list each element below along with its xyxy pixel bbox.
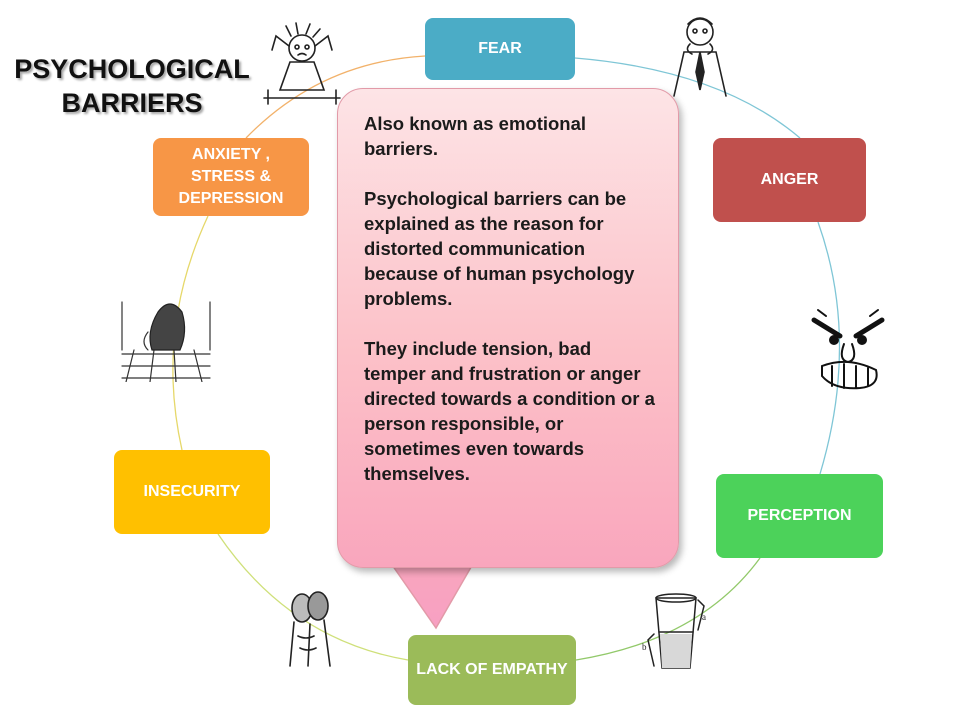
node-anger: ANGER — [713, 138, 866, 222]
node-lack-of-empathy: LACK OF EMPATHY — [408, 635, 576, 705]
node-insecurity: INSECURITY — [114, 450, 270, 534]
title-line-1: PSYCHOLOGICAL — [14, 54, 250, 84]
svg-text:a: a — [702, 612, 706, 622]
two-faces-icon — [289, 591, 331, 667]
callout-paragraph-3: They include tension, bad temper and fru… — [364, 338, 655, 484]
description-callout: Also known as emotional barriers. Psycho… — [337, 88, 679, 568]
huddled-person-icon — [121, 301, 211, 382]
title-line-2: BARRIERS — [61, 88, 203, 118]
node-perception: PERCEPTION — [716, 474, 883, 558]
nervous-man-icon — [673, 17, 727, 97]
page-title: PSYCHOLOGICAL BARRIERS — [10, 52, 254, 120]
callout-tail — [389, 561, 475, 630]
glass-half-icon: a b — [642, 593, 706, 669]
node-fear: FEAR — [425, 18, 575, 80]
stressed-man-icon — [263, 22, 341, 105]
node-anxiety-stress-depression: ANXIETY , STRESS & DEPRESSION — [153, 138, 309, 216]
callout-paragraph-1: Also known as emotional barriers. — [364, 113, 587, 159]
callout-paragraph-2: Psychological barriers can be explained … — [364, 188, 635, 309]
angry-face-icon — [811, 309, 885, 390]
svg-text:b: b — [642, 642, 647, 652]
